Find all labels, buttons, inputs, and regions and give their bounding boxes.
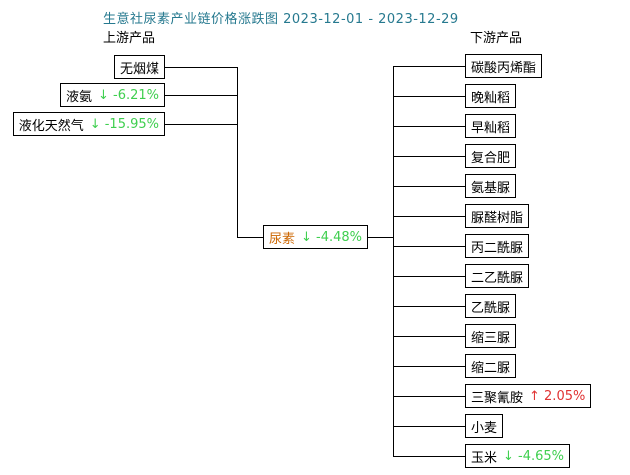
node-anthracite[interactable]: 无烟煤 bbox=[113, 55, 165, 79]
connector-line bbox=[393, 336, 465, 337]
product-name: 乙酰脲 bbox=[471, 300, 511, 316]
connector-line bbox=[393, 426, 465, 427]
price-change: ↓ -15.95% bbox=[89, 116, 159, 132]
node-acetylurea[interactable]: 乙酰脲 bbox=[465, 294, 517, 318]
connector-line bbox=[165, 124, 237, 125]
connector-line bbox=[368, 237, 394, 238]
product-name: 玉米 bbox=[471, 450, 498, 466]
connector-line bbox=[393, 96, 465, 97]
node-biuret[interactable]: 缩二脲 bbox=[465, 354, 517, 378]
node-liquid-ammonia[interactable]: 液氨 ↓ -6.21% bbox=[59, 83, 165, 107]
price-change: ↑ 2.05% bbox=[529, 388, 586, 404]
product-name: 复合肥 bbox=[471, 150, 511, 166]
product-name: 小麦 bbox=[471, 420, 498, 436]
product-name: 三聚氰胺 bbox=[471, 390, 524, 406]
node-melamine[interactable]: 三聚氰胺 ↑ 2.05% bbox=[465, 384, 592, 408]
connector-line bbox=[393, 186, 465, 187]
downstream-trunk-line bbox=[393, 66, 394, 457]
node-late-indica-rice[interactable]: 晚籼稻 bbox=[465, 84, 517, 108]
connector-line bbox=[393, 156, 465, 157]
connector-line bbox=[165, 95, 237, 96]
product-name: 晚籼稻 bbox=[471, 90, 511, 106]
product-name: 液氨 bbox=[65, 89, 92, 105]
product-name: 脲醛树脂 bbox=[471, 210, 524, 226]
connector-line bbox=[393, 366, 465, 367]
product-name: 缩三脲 bbox=[471, 330, 511, 346]
node-propylene-carbonate[interactable]: 碳酸丙烯酯 bbox=[465, 54, 543, 78]
node-triuret[interactable]: 缩三脲 bbox=[465, 324, 517, 348]
node-corn[interactable]: 玉米 ↓ -4.65% bbox=[465, 444, 571, 468]
connector-line bbox=[393, 306, 465, 307]
connector-line bbox=[393, 396, 465, 397]
connector-line bbox=[393, 216, 465, 217]
connector-line bbox=[237, 237, 263, 238]
node-urea-formaldehyde-resin[interactable]: 脲醛树脂 bbox=[465, 204, 530, 228]
price-change: ↓ -4.65% bbox=[503, 448, 565, 464]
price-change: ↓ -6.21% bbox=[97, 87, 159, 103]
node-malonylurea[interactable]: 丙二酰脲 bbox=[465, 234, 530, 258]
product-name: 无烟煤 bbox=[119, 61, 159, 77]
connector-line bbox=[393, 276, 465, 277]
product-name: 碳酸丙烯酯 bbox=[471, 60, 537, 76]
product-name: 二乙酰脲 bbox=[471, 270, 524, 286]
connector-line bbox=[165, 67, 237, 68]
page-title: 生意社尿素产业链价格涨跌图 2023-12-01 - 2023-12-29 bbox=[103, 12, 459, 27]
node-lng[interactable]: 液化天然气 ↓ -15.95% bbox=[12, 112, 165, 136]
upstream-trunk-line bbox=[237, 67, 238, 238]
upstream-column-label: 上游产品 bbox=[103, 31, 156, 46]
product-name: 尿素 bbox=[268, 231, 295, 247]
price-change: ↓ -4.48% bbox=[301, 229, 363, 245]
node-urea[interactable]: 尿素 ↓ -4.48% bbox=[263, 225, 368, 249]
connector-line bbox=[393, 66, 465, 67]
connector-line bbox=[393, 246, 465, 247]
node-compound-fertilizer[interactable]: 复合肥 bbox=[465, 144, 517, 168]
connector-line bbox=[393, 126, 465, 127]
node-semicarbazide[interactable]: 氨基脲 bbox=[465, 174, 517, 198]
connector-line bbox=[393, 456, 465, 457]
product-name: 早籼稻 bbox=[471, 120, 511, 136]
downstream-column-label: 下游产品 bbox=[470, 31, 523, 46]
product-name: 缩二脲 bbox=[471, 360, 511, 376]
product-name: 丙二酰脲 bbox=[471, 240, 524, 256]
node-early-indica-rice[interactable]: 早籼稻 bbox=[465, 114, 517, 138]
node-wheat[interactable]: 小麦 bbox=[465, 414, 504, 438]
product-name: 氨基脲 bbox=[471, 180, 511, 196]
product-name: 液化天然气 bbox=[18, 118, 84, 134]
node-diacetylurea[interactable]: 二乙酰脲 bbox=[465, 264, 530, 288]
